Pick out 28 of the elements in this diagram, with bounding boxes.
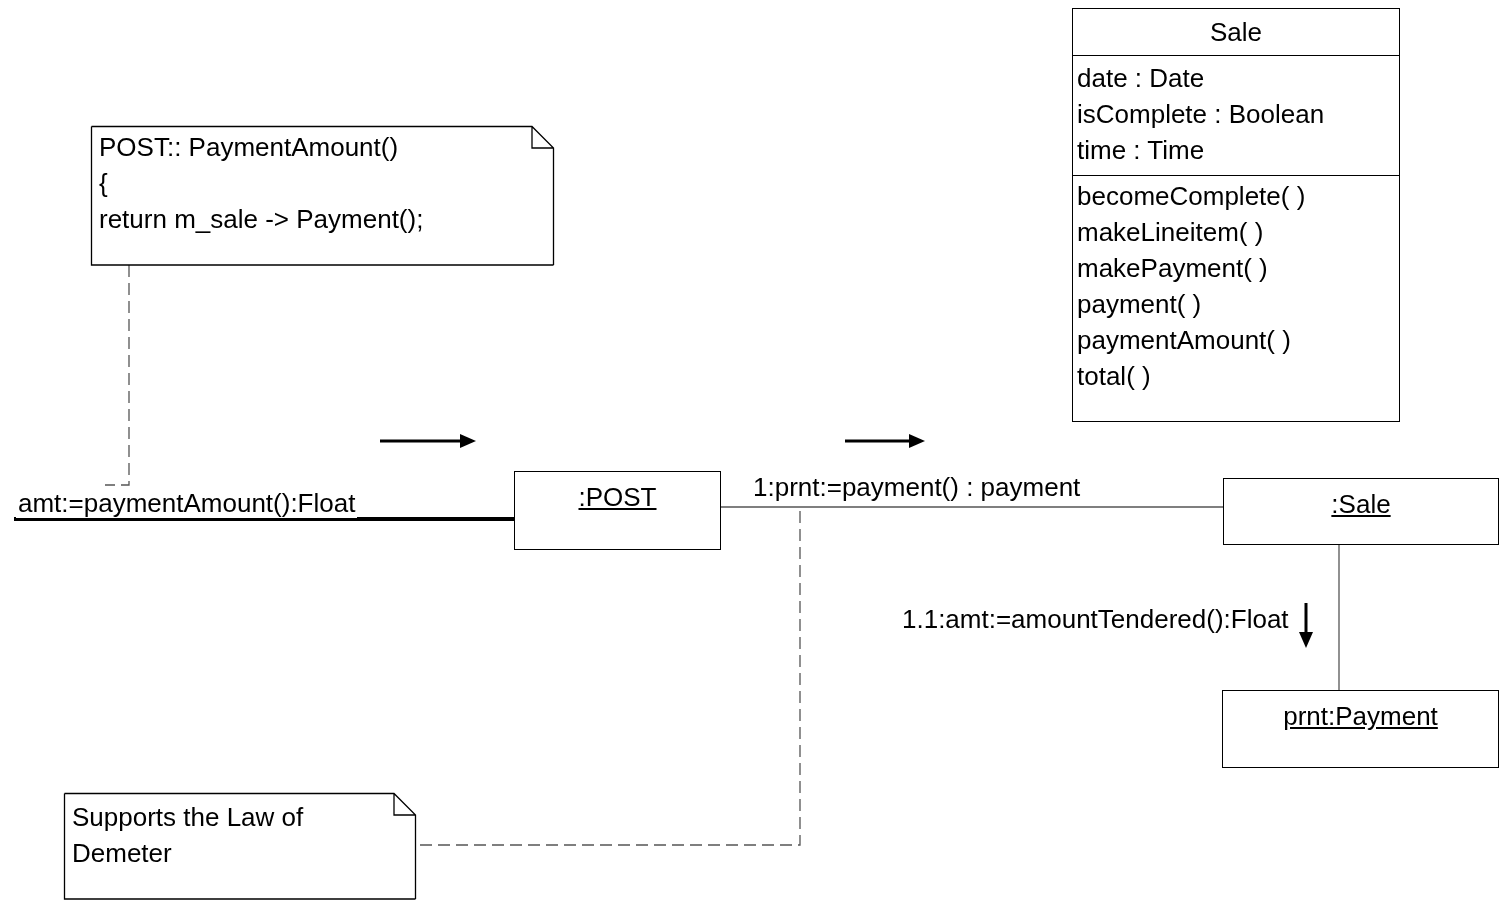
note-link: [104, 264, 130, 486]
link-line: [14, 517, 514, 521]
note-text: return m_sale -> Payment();: [99, 204, 424, 234]
note-text: Supports the Law of Demeter: [72, 801, 305, 870]
note-text: {: [99, 168, 108, 198]
link-line: [1338, 544, 1340, 691]
attribute: isComplete : Boolean: [1077, 99, 1325, 129]
attribute: date : Date: [1077, 63, 1205, 93]
operation: makeLineitem( ): [1077, 217, 1264, 247]
note-link: [419, 509, 801, 846]
attribute: time : Time: [1077, 135, 1205, 165]
operation: becomeComplete( ): [1077, 181, 1306, 211]
class-name: Sale: [1208, 17, 1263, 47]
object-name: :Sale: [1331, 489, 1391, 519]
object-name: :POST: [578, 482, 657, 512]
link-line: [720, 506, 1224, 508]
operation: paymentAmount( ): [1077, 325, 1291, 355]
object-box: [1222, 690, 1499, 768]
object-name: prnt:Payment: [1283, 701, 1438, 731]
class-box: [1072, 8, 1400, 422]
operation: makePayment( ): [1077, 253, 1268, 283]
operation: total( ): [1077, 361, 1151, 391]
object-box: [1223, 478, 1499, 545]
note-text: POST:: PaymentAmount(): [99, 132, 399, 162]
object-box: [514, 471, 721, 550]
note: [64, 793, 416, 899]
operation: payment( ): [1077, 289, 1202, 319]
note: [91, 126, 554, 265]
